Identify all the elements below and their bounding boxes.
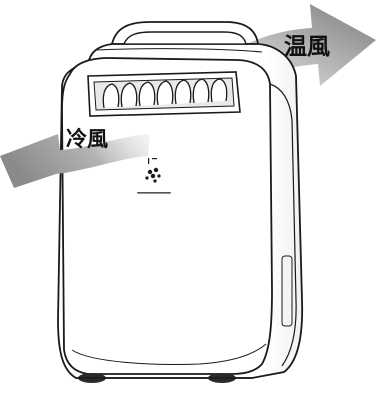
carry-handle <box>111 21 259 45</box>
cool-air-label: 冷風 <box>66 127 108 151</box>
warm-air-label: 温風 <box>284 34 330 60</box>
sharp-logo-icon <box>137 158 171 194</box>
cool-air-arrow <box>0 134 150 188</box>
dehumidifier-body <box>57 43 304 383</box>
air-outlet-louver <box>87 71 241 117</box>
